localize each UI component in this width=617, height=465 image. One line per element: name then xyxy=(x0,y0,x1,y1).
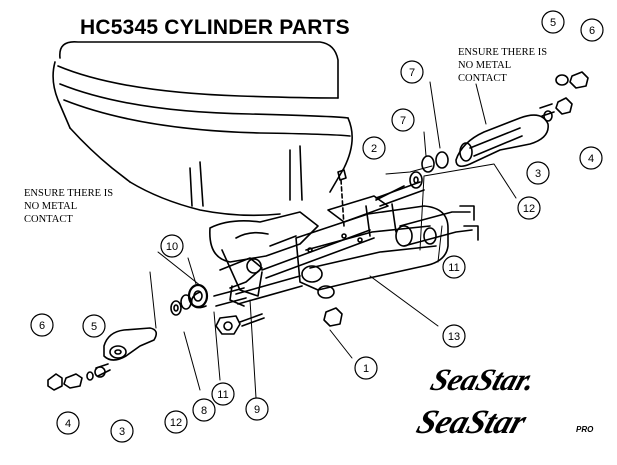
callout-7: 12 xyxy=(523,203,535,215)
note-no-metal-contact-left: ENSURE THERE IS NO METAL CONTACT xyxy=(24,188,114,225)
seastar-pro-logo: SeaStar xyxy=(412,404,531,441)
callout-8: 11 xyxy=(448,262,459,274)
callout-6: 3 xyxy=(535,168,541,180)
callout-15: 3 xyxy=(119,426,125,438)
cylinder-assembly xyxy=(295,195,479,299)
callout-18: 11 xyxy=(217,389,228,401)
callout-5: 4 xyxy=(588,153,594,165)
callout-0: 5 xyxy=(550,17,556,29)
callout-17: 8 xyxy=(201,405,207,417)
hex-nut-1 xyxy=(323,307,343,327)
callout-16: 12 xyxy=(170,417,182,429)
callout-1: 6 xyxy=(589,25,595,37)
callout-19: 9 xyxy=(254,404,260,416)
mounting-bracket xyxy=(209,211,319,297)
callout-2: 7 xyxy=(409,67,415,79)
callout-10: 1 xyxy=(363,363,369,375)
pivot-washers xyxy=(337,151,449,227)
leader-note-right xyxy=(475,83,487,125)
seastar-pro-suffix: PRO xyxy=(576,425,594,434)
seastar-logo: SeaStar. xyxy=(426,362,540,397)
leader-note-left xyxy=(149,271,157,329)
right-tie-bar xyxy=(455,71,589,168)
callout-3: 7 xyxy=(400,115,406,127)
callout-4: 2 xyxy=(371,143,377,155)
callout-13: 5 xyxy=(91,321,97,333)
callout-11: 10 xyxy=(166,241,178,253)
callout-9: 13 xyxy=(448,331,460,343)
left-tie-bar-end xyxy=(47,327,158,391)
engine-cowling xyxy=(52,41,353,217)
callout-14: 4 xyxy=(65,418,71,430)
callout-12: 6 xyxy=(39,320,45,332)
left-rod-end-parts xyxy=(170,257,265,335)
page-title: HC5345 CYLINDER PARTS xyxy=(80,16,350,39)
note-no-metal-contact-right: ENSURE THERE IS NO METAL CONTACT xyxy=(458,47,548,84)
steering-rod xyxy=(190,181,425,309)
